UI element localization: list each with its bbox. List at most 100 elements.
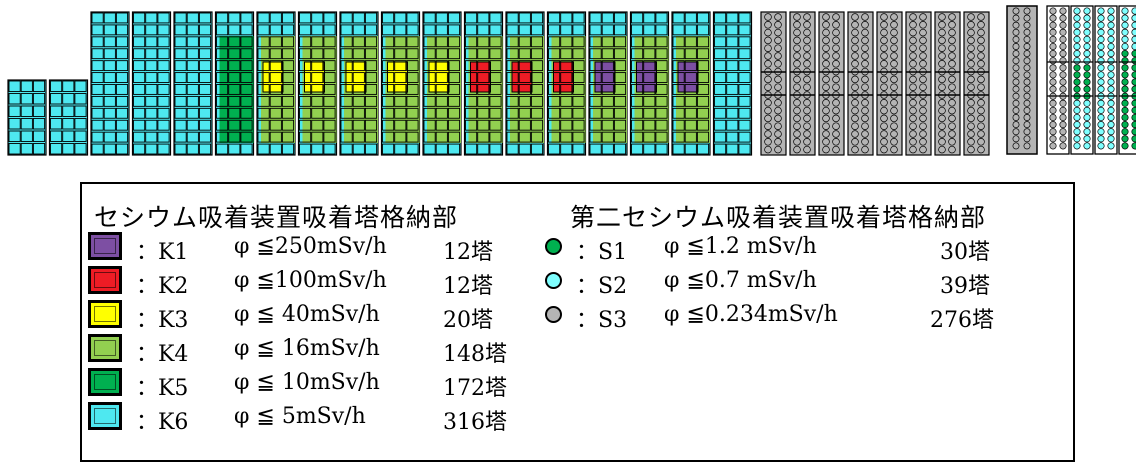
k-cell <box>435 12 448 24</box>
k-cell <box>228 107 241 119</box>
k-cell <box>726 36 739 48</box>
k-cell <box>240 24 253 36</box>
k-cell <box>530 48 544 60</box>
second-cesium-tower <box>1131 85 1136 93</box>
k-cell <box>299 12 312 24</box>
s3-tower <box>861 75 869 84</box>
s3-tower <box>1012 106 1020 114</box>
s3-tower <box>938 60 946 68</box>
k-cell <box>186 72 199 83</box>
s3-tower <box>803 99 811 107</box>
k-cell <box>489 95 502 107</box>
s3-tower <box>967 60 975 68</box>
s3-tower <box>948 13 956 21</box>
k-cell <box>672 12 685 24</box>
second-cesium-tower <box>1049 28 1057 36</box>
k-cell <box>601 36 614 48</box>
s3-tower <box>967 145 975 154</box>
s3-tower <box>764 44 772 52</box>
k-cell <box>382 95 395 107</box>
k-cell <box>50 80 63 92</box>
s3-tower <box>948 52 956 60</box>
s3-tower <box>764 130 772 138</box>
k-cell <box>32 143 46 155</box>
s3-column <box>934 11 961 156</box>
second-cesium-tower <box>1073 106 1081 114</box>
k-cell <box>352 12 365 24</box>
s3-tower <box>938 114 946 123</box>
k-cell <box>281 60 295 72</box>
s3-tower <box>832 106 840 115</box>
second-cesium-tower <box>1049 64 1057 72</box>
k-cell <box>240 107 253 119</box>
k-cell <box>228 119 241 131</box>
k-cell <box>601 119 614 131</box>
k-cell <box>631 12 644 24</box>
k-cell <box>613 12 627 24</box>
s3-tower <box>764 60 772 68</box>
k-cell <box>62 130 75 142</box>
second-cesium-tower <box>1121 113 1129 122</box>
k-cell <box>115 95 129 107</box>
k-cell <box>406 107 419 119</box>
k-cell <box>643 84 656 95</box>
s3-tower <box>793 21 801 29</box>
legend-row-k1: ：K1 φ ≦250mSv/h 12塔 <box>88 230 518 265</box>
k-cell <box>186 84 199 95</box>
k-cell <box>198 131 212 143</box>
s3-tower <box>909 21 917 29</box>
second-cesium-tower <box>1073 78 1081 86</box>
k-cell <box>714 95 727 107</box>
k-cell <box>364 12 378 24</box>
s3-tower <box>793 83 801 91</box>
k-cell <box>91 72 104 83</box>
s3-tower <box>851 75 859 84</box>
second-cesium-tower <box>1049 85 1057 93</box>
second-cesium-legend-title: 第二セシウム吸着装置吸着塔格納部 <box>570 203 987 232</box>
s3-tower <box>880 130 888 138</box>
k-cell <box>589 60 602 72</box>
k-cell <box>299 119 312 131</box>
k-cell <box>157 60 170 72</box>
k-cell <box>506 131 519 143</box>
k-cell <box>50 105 63 117</box>
s3-tower <box>938 75 946 84</box>
k-cell <box>115 12 129 24</box>
k-cell <box>186 24 199 36</box>
s3-tower <box>880 138 888 146</box>
k-cell <box>62 143 75 155</box>
k-cell <box>684 24 697 36</box>
s3-tower <box>880 28 888 37</box>
second-cesium-tower <box>1073 64 1081 72</box>
second-cesium-tower <box>1059 7 1067 15</box>
legend-swatch-k6 <box>88 402 122 430</box>
k-cell <box>423 36 436 48</box>
s3-tower <box>909 130 917 138</box>
second-cesium-tower <box>1083 14 1091 22</box>
second-cesium-tower <box>1131 78 1136 86</box>
k-cell <box>572 84 585 95</box>
s3-tower <box>967 138 975 146</box>
second-cesium-tower <box>1059 142 1067 150</box>
k-cell <box>50 93 63 105</box>
s3-tower <box>832 99 840 107</box>
k-cell <box>133 24 146 36</box>
k-cell <box>364 95 378 107</box>
k-cell <box>477 24 490 36</box>
s3-tower <box>774 44 782 52</box>
s3-tower <box>948 99 956 107</box>
k-cell <box>198 107 212 119</box>
k-cell <box>269 95 282 107</box>
s3-tower <box>890 75 898 84</box>
k-cell <box>560 131 573 143</box>
k-cell <box>228 24 241 36</box>
k-cell <box>548 72 561 83</box>
k-cell <box>311 72 324 83</box>
k-cell <box>696 48 710 60</box>
k-column-center <box>304 61 325 93</box>
k-cell <box>489 60 502 72</box>
k-cell <box>281 107 295 119</box>
s3-column <box>818 11 845 156</box>
s3-tower <box>774 106 782 115</box>
k-cell <box>477 131 490 143</box>
